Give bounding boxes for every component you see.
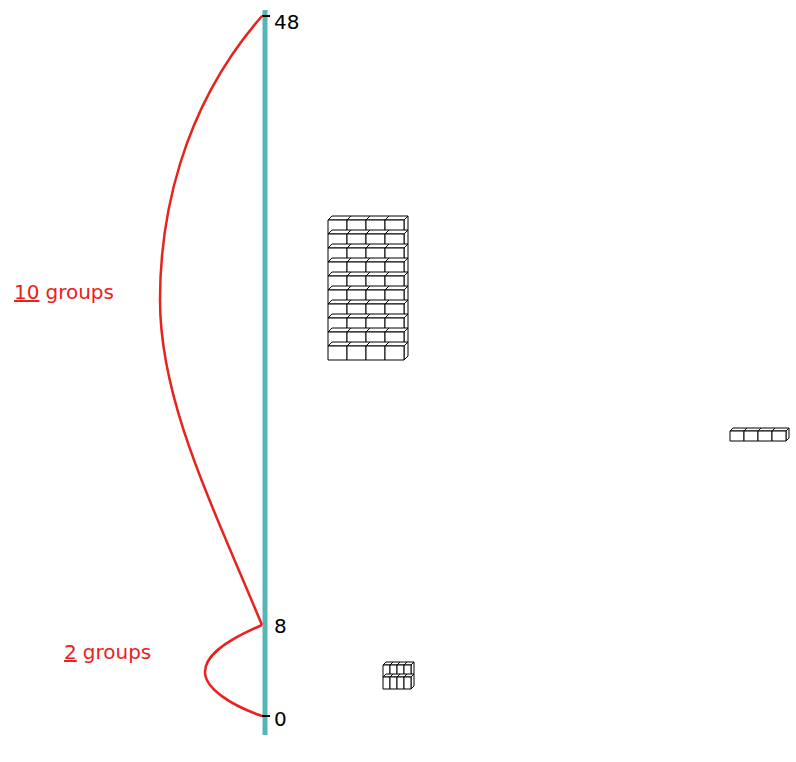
group-label: 10 [14, 280, 39, 304]
cube [404, 342, 408, 360]
tick-label: 0 [274, 707, 287, 731]
tick [262, 715, 270, 717]
tick-label: 8 [274, 614, 287, 638]
cube [758, 431, 772, 441]
cube [744, 431, 758, 441]
group-label: groups [45, 280, 114, 304]
group-bracket [160, 16, 262, 625]
cube [390, 677, 397, 689]
group-label: groups [83, 640, 152, 664]
cube [366, 346, 385, 360]
number-line [263, 10, 268, 735]
cube-blocks [328, 216, 789, 689]
cube [328, 346, 347, 360]
cube [383, 677, 390, 689]
cube [385, 346, 404, 360]
cube [347, 346, 366, 360]
cube [397, 677, 404, 689]
group-label: 2 [64, 640, 77, 664]
tick [262, 15, 270, 17]
cube [730, 431, 744, 441]
tick-label: 48 [274, 10, 299, 34]
cube [404, 677, 411, 689]
group-bracket [205, 625, 262, 716]
cube [772, 431, 786, 441]
